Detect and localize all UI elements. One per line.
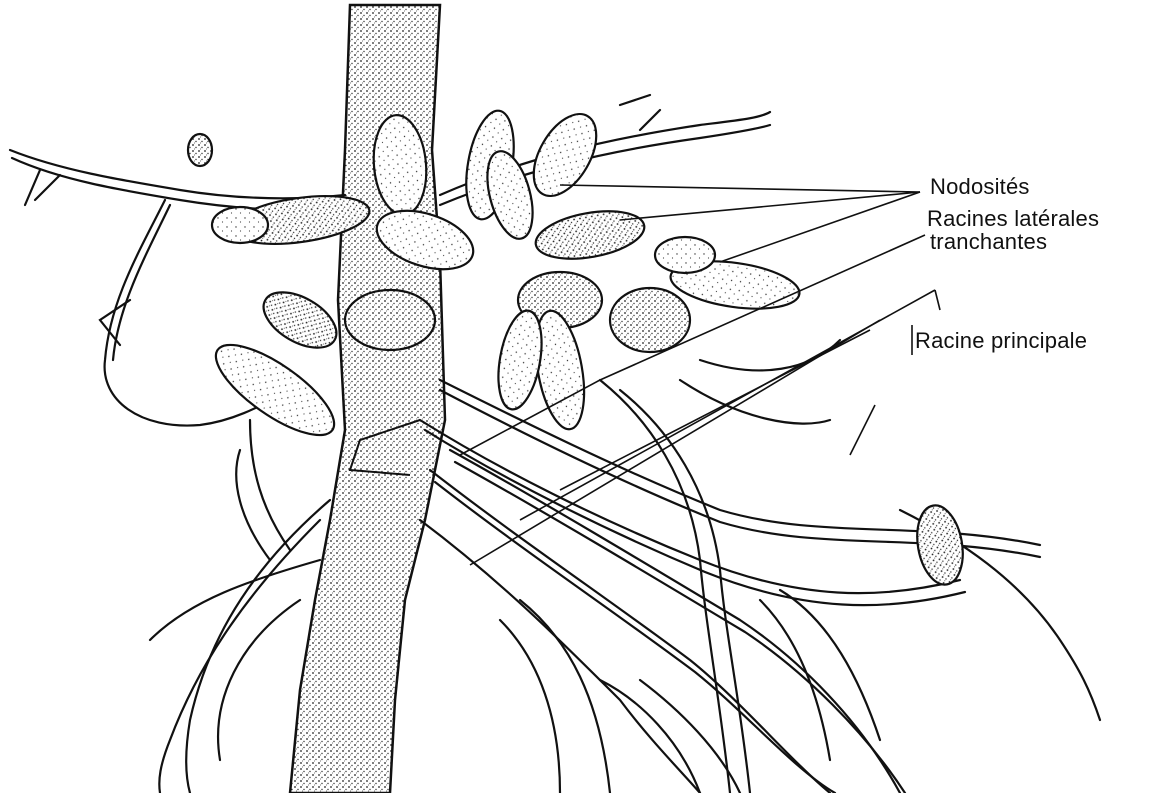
label-nodosites: Nodosités — [930, 176, 1030, 198]
label-racine-principale: Racine principale — [915, 330, 1087, 352]
lateral-roots — [10, 95, 1100, 793]
label-racines-laterales: Racines latérales — [927, 208, 1099, 230]
label-tranchantes: tranchantes — [930, 231, 1047, 253]
